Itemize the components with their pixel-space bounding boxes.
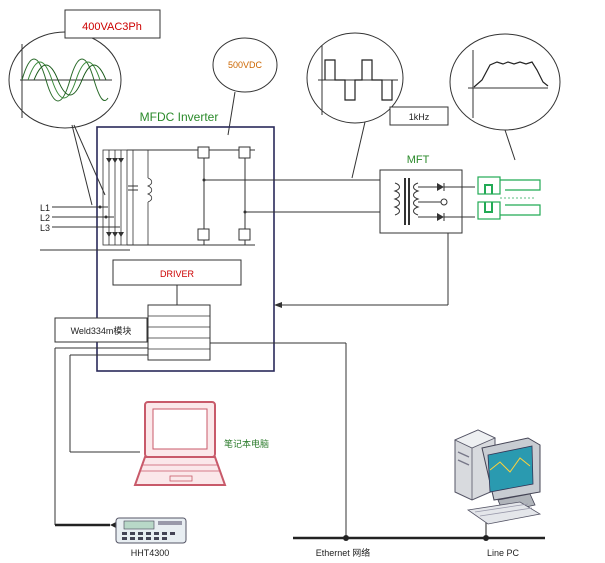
rectifier-bridge	[102, 149, 190, 246]
weld-module-label: Weld334m模块	[71, 325, 132, 336]
phase-l1-label: L1	[40, 203, 50, 213]
inverter-title: MFDC Inverter	[140, 110, 219, 124]
driver-label: DRIVER	[160, 269, 195, 279]
comm-lines	[54, 342, 347, 538]
weld-electrodes	[477, 176, 541, 220]
supply-voltage-label: 400VAC3Ph	[82, 21, 142, 33]
frequency-label: 1kHz	[409, 112, 430, 122]
inverter-frame: MFDC Inverter	[96, 110, 275, 372]
line-pc-icon	[454, 429, 542, 525]
frequency-box: 1kHz	[389, 106, 449, 126]
current-profile-bubble	[449, 33, 561, 161]
laptop-label: 笔记本电脑	[224, 438, 269, 449]
ac-waveform-bubble	[8, 31, 122, 206]
handheld-terminal-icon	[110, 517, 187, 544]
weld-module-box: Weld334m模块	[54, 317, 148, 343]
dc-voltage-label: 500VDC	[228, 60, 263, 70]
line-pc-label: Line PC	[487, 548, 520, 558]
dc-voltage-bubble: 500VDC	[212, 37, 278, 136]
controller-module	[147, 304, 211, 361]
supply-voltage-box: 400VAC3Ph	[64, 9, 161, 39]
ethernet-label: Ethernet 网络	[316, 547, 371, 558]
driver-block: DRIVER	[112, 259, 242, 305]
feedback-line	[274, 230, 449, 308]
handheld-label: HHT4300	[131, 548, 170, 558]
phase-l2-label: L2	[40, 213, 50, 223]
laptop-icon	[133, 401, 227, 486]
phase-inputs: L1 L2 L3	[40, 203, 130, 251]
phase-l3-label: L3	[40, 223, 50, 233]
mft-transformer: MFT	[379, 154, 475, 234]
ethernet-bus	[293, 515, 545, 541]
igbt-bridge	[190, 146, 380, 246]
mft-label: MFT	[407, 154, 430, 166]
square-wave-bubble	[306, 32, 404, 179]
